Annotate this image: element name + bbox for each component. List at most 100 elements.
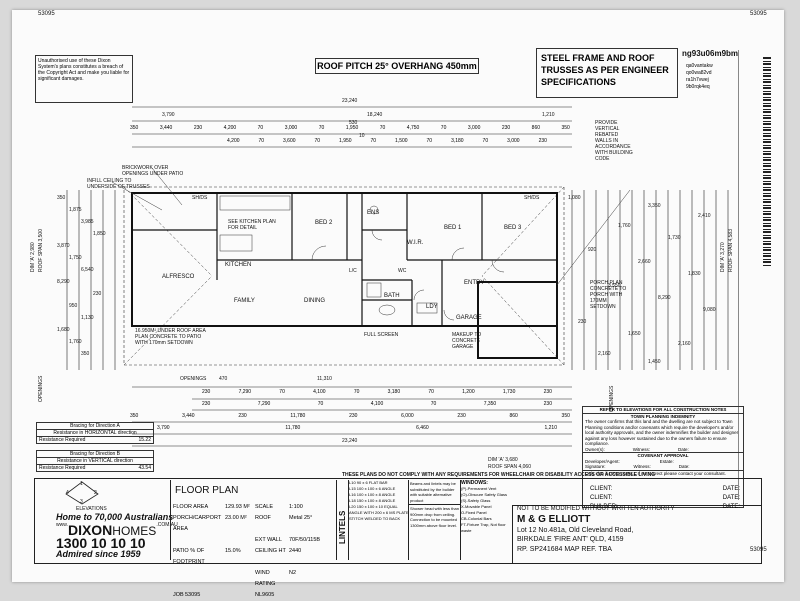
dim-text: 3,350: [648, 203, 661, 209]
dim-text: 4,200: [223, 125, 237, 131]
window-key-item: (S)-Safety Glass: [461, 498, 491, 503]
owners-label: Owner(s):: [585, 446, 605, 452]
overall-dim-top: 23,240: [342, 98, 358, 104]
bracing-b-title: Bracing for Direction B: [37, 451, 153, 458]
notes-column: Beams and lintels may be substituted by …: [408, 480, 461, 560]
porch-value: 23.00 M²: [225, 515, 247, 521]
job-value: 53095: [185, 592, 201, 598]
window-key-item: (P)-Permanent Vent: [461, 486, 497, 491]
lintel-item: L20 150 x 100 x 10 EQUAL ANGLE WITH 200 …: [349, 504, 409, 521]
file-code-line: qa0vantakw: [686, 63, 713, 69]
dim-text: 860: [531, 125, 541, 131]
ceiling-value: 2440: [289, 548, 302, 554]
dim-row-3: 4,200 70 3,600 70 1,950 70 1,500 70 3,18…: [227, 138, 547, 144]
suburb: BIRKDALE 'FIRE ANT' QLD, 4159: [517, 536, 624, 543]
scale-label: SCALE: [255, 504, 274, 510]
dim-text: 2,410: [698, 213, 711, 219]
barcode: [763, 56, 771, 266]
plan-note: BRICKWORK OVER OPENINGS UNDER PATIO: [122, 165, 184, 177]
room-garage: GARAGE: [456, 315, 482, 321]
porch-label: PORCH/CARPORT AREA: [173, 515, 222, 532]
bottom-roof-span: ROOF SPAN 4,060: [488, 464, 531, 470]
dim-text: 230: [93, 291, 102, 297]
window-key-item: X-Movable Panel: [461, 504, 492, 509]
plan-note: SH/DS: [192, 195, 208, 201]
dim-row-2: 350 3,440 230 4,200 70 3,000 70 1,950 70…: [130, 125, 570, 131]
dim-text: 1,680: [57, 327, 70, 333]
dim-text: 350: [130, 413, 139, 419]
title-block: [34, 478, 762, 564]
dim-text: 3,180: [387, 389, 401, 395]
room-linen: L/C: [349, 268, 357, 274]
room-alfresco: ALFRESCO: [162, 274, 195, 280]
dim-text: 1,080: [568, 195, 581, 201]
laundry-tub: [416, 302, 438, 314]
developer-label: Developer/Agent:: [585, 458, 620, 464]
bracing-a-table: Bracing for Direction A Resistance in HO…: [36, 422, 154, 444]
drawing-sheet: 53095 53095 53095 Unauthorised use of th…: [12, 10, 784, 598]
dim-text: 3,000: [284, 125, 298, 131]
estate-label: Estate:: [659, 458, 674, 464]
dim-text: 230: [202, 401, 211, 407]
room-bed-1: BED 1: [444, 225, 462, 231]
barcode-strip: [738, 50, 777, 500]
right-roof-span: ROOF SPAN 4,583: [728, 229, 734, 272]
wind-label: WIND RATING: [255, 570, 276, 587]
bracing-b-required-value: 43.54: [138, 465, 151, 471]
room-family: FAMILY: [234, 298, 255, 304]
client-signature-label: CLIENT:: [590, 495, 613, 501]
shower: [366, 282, 382, 298]
island-bench: [219, 234, 253, 252]
dim-text: 230: [501, 125, 511, 131]
lintels-list: L10 90 x 6 FLAT BAR L15 100 x 100 x 6 AN…: [348, 480, 409, 560]
lintel-item: L10 90 x 6 FLAT BAR: [349, 480, 388, 485]
dim-text: 9,080: [703, 307, 716, 313]
date-signature-label: DATE:: [722, 486, 740, 492]
dim-text: 3,000: [507, 138, 520, 144]
client-block: NOT TO BE MODIFIED WITHOUT WRITTEN AUTHO…: [512, 505, 761, 563]
dim-text: 70: [379, 125, 386, 131]
dim-text: 1,760: [69, 339, 82, 345]
dim-text: 70: [317, 401, 324, 407]
signature-block: CLIENT:DATE: CLIENT:DATE: BUILDER:DATE:: [590, 485, 740, 512]
door-swing: [413, 289, 425, 301]
brand-tagline: Home to 70,000 Australians: [56, 512, 174, 522]
plan-note: PORCH PLAN CONCRETE TO PORCH WITH 170MM …: [590, 280, 627, 310]
room-wc: WC: [398, 268, 407, 274]
brand-block: 1 2 3 4 ELEVATIONS Home to 70,000 Austra…: [36, 480, 178, 560]
dim-text: 70: [353, 389, 360, 395]
dim-text: 70: [314, 138, 321, 144]
dim-text: 10: [359, 133, 365, 139]
lintel-item: L18 150 x 100 x 8 ANGLE: [349, 498, 396, 503]
dim-text: 70: [370, 138, 377, 144]
room-bed-2: BED 2: [315, 220, 333, 226]
leader-line: [111, 181, 163, 211]
door-swing: [371, 229, 383, 241]
lintel-item: L15 100 x 100 x 6 ANGLE: [349, 486, 396, 491]
job-label: JOB: [173, 592, 184, 598]
window-key-item: O-Fixed Panel: [461, 510, 487, 515]
room-bed-3: BED 3: [504, 225, 522, 231]
dim-text: 1,760: [618, 223, 631, 229]
dim-text: 3,790: [157, 425, 170, 431]
windows-title: WINDOWS:: [461, 480, 488, 486]
brand-www: www.: [56, 522, 68, 528]
floor-area-value: 129.93 M²: [225, 504, 250, 510]
model-value: NL9605: [255, 592, 275, 598]
leader-line: [151, 167, 183, 206]
dim-text: 4,750: [406, 125, 420, 131]
dim-text: 11,310: [317, 376, 332, 382]
hip-line: [123, 275, 213, 366]
dim-text: 1,950: [345, 125, 359, 131]
windows-key: WINDOWS: (P)-Permanent Vent (O)-Obscure …: [460, 480, 513, 560]
dim-text: 350: [130, 125, 139, 131]
dim-text: 350: [57, 195, 66, 201]
dim-text: 70: [430, 401, 437, 407]
brand-admired: Admired since 1959: [56, 549, 141, 559]
dim-text: 70: [428, 389, 434, 395]
scale-value: 1:100: [289, 504, 303, 510]
dim-text: 230: [543, 389, 552, 395]
bottom-dim-row-2: 230 7,290 70 4,100 70 7,350 230: [202, 401, 552, 407]
dim-text: 4,100: [313, 389, 326, 395]
dim-text: 350: [81, 351, 90, 357]
